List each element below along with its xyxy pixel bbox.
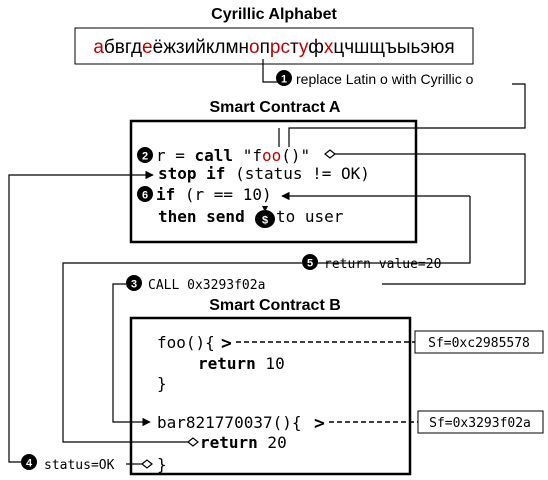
cyrillic-oo: oo xyxy=(262,146,281,165)
marker-4-circle xyxy=(21,454,37,470)
marker-5: 5 xyxy=(307,258,313,270)
marker-1-circle xyxy=(276,70,292,86)
bar-dispatch-arrow: > xyxy=(314,413,325,434)
step5-label: return value=20 xyxy=(324,257,441,272)
contract-a-line4: then send xyxy=(158,207,245,226)
call-route xyxy=(335,153,526,285)
marker-6-circle xyxy=(137,186,153,202)
line1-str-pre: "f xyxy=(233,146,262,165)
selector-bar-box xyxy=(417,410,544,434)
return-route-right xyxy=(318,196,471,264)
money-bag-icon: $ xyxy=(255,206,275,228)
svg-text:$: $ xyxy=(262,215,268,227)
alphabet-letter-highlighted: у xyxy=(299,37,309,58)
if-keyword: if xyxy=(156,185,175,204)
then-send-keyword: then send xyxy=(158,207,245,226)
contract-b-title: Smart Contract B xyxy=(209,297,341,314)
cyrillic-alphabet: абвгдеёжзийклмнопрстуфхцчшщъыьэюя xyxy=(93,37,454,58)
step4-label: status=OK xyxy=(44,458,115,473)
marker-3: 3 xyxy=(131,279,137,291)
alphabet-letters: п xyxy=(260,37,270,58)
step1-connector xyxy=(262,59,284,83)
line4-rest: to user xyxy=(276,207,344,226)
marker-3-circle xyxy=(126,275,142,291)
return-20: return 20 xyxy=(200,433,287,452)
call-diamond xyxy=(324,149,336,159)
bar-close-brace: } xyxy=(157,455,167,474)
selector-bar: Sf=0x3293f02a xyxy=(429,416,531,431)
return-diamond xyxy=(187,437,199,447)
alphabet-letter-highlighted: а xyxy=(93,37,104,58)
alphabet-letters: цчшщъыьэюя xyxy=(333,37,454,58)
alphabet-letters: ёжзийклмн xyxy=(153,37,249,58)
alphabet-letters: бвгд xyxy=(104,37,142,58)
bar-function: bar821770037(){ xyxy=(157,413,302,432)
line3-rest: (r == 10) xyxy=(175,185,271,204)
return-10: return 10 xyxy=(198,354,285,373)
contract-a-box xyxy=(129,119,418,244)
alphabet-letter-highlighted: е xyxy=(142,37,153,58)
contract-a-line3: if (r == 10) xyxy=(156,185,272,204)
selector-foo: Sf=0xc2985578 xyxy=(428,336,530,351)
marker-2-circle xyxy=(137,147,153,163)
step1-label: replace Latin o with Cyrillic o xyxy=(296,71,474,87)
replace-route xyxy=(288,83,526,147)
contract-b-box xyxy=(129,316,412,476)
line2-rest: (status != OK) xyxy=(225,164,370,183)
foo-dispatch-arrow: > xyxy=(221,333,232,354)
alphabet-letter-highlighted: о xyxy=(249,37,260,58)
marker-4: 4 xyxy=(26,458,33,470)
contract-a-line2: stop if (status != OK) xyxy=(158,164,370,183)
contract-a-title: Smart Contract A xyxy=(210,99,341,116)
alphabet-letter-highlighted: рс xyxy=(270,37,290,58)
status-diamond xyxy=(141,459,153,469)
line1-pre: r = xyxy=(156,146,195,165)
alphabet-box xyxy=(74,27,474,65)
return-route-left xyxy=(62,262,302,443)
alphabet-letters: ф xyxy=(308,37,324,58)
contract-a-line1: r = call "foo()" xyxy=(156,146,310,165)
marker-5-circle xyxy=(302,254,318,270)
line1-str-post: ()" xyxy=(281,146,310,165)
diagram-title: Cyrillic Alphabet xyxy=(211,6,337,23)
step3-label: CALL 0x3293f02a xyxy=(148,278,265,293)
stop-if-keyword: stop if xyxy=(158,164,225,183)
foo-close-brace: } xyxy=(157,374,167,393)
alphabet-letters: т xyxy=(290,37,299,58)
selector-foo-box xyxy=(414,330,544,354)
call-keyword: call xyxy=(195,146,234,165)
status-arrow-to-stop xyxy=(8,170,154,463)
alphabet-letter-highlighted: х xyxy=(324,37,334,58)
foo-function: foo(){ xyxy=(157,333,215,352)
marker-2: 2 xyxy=(142,151,148,163)
marker-1: 1 xyxy=(281,74,287,86)
marker-6: 6 xyxy=(142,190,148,202)
